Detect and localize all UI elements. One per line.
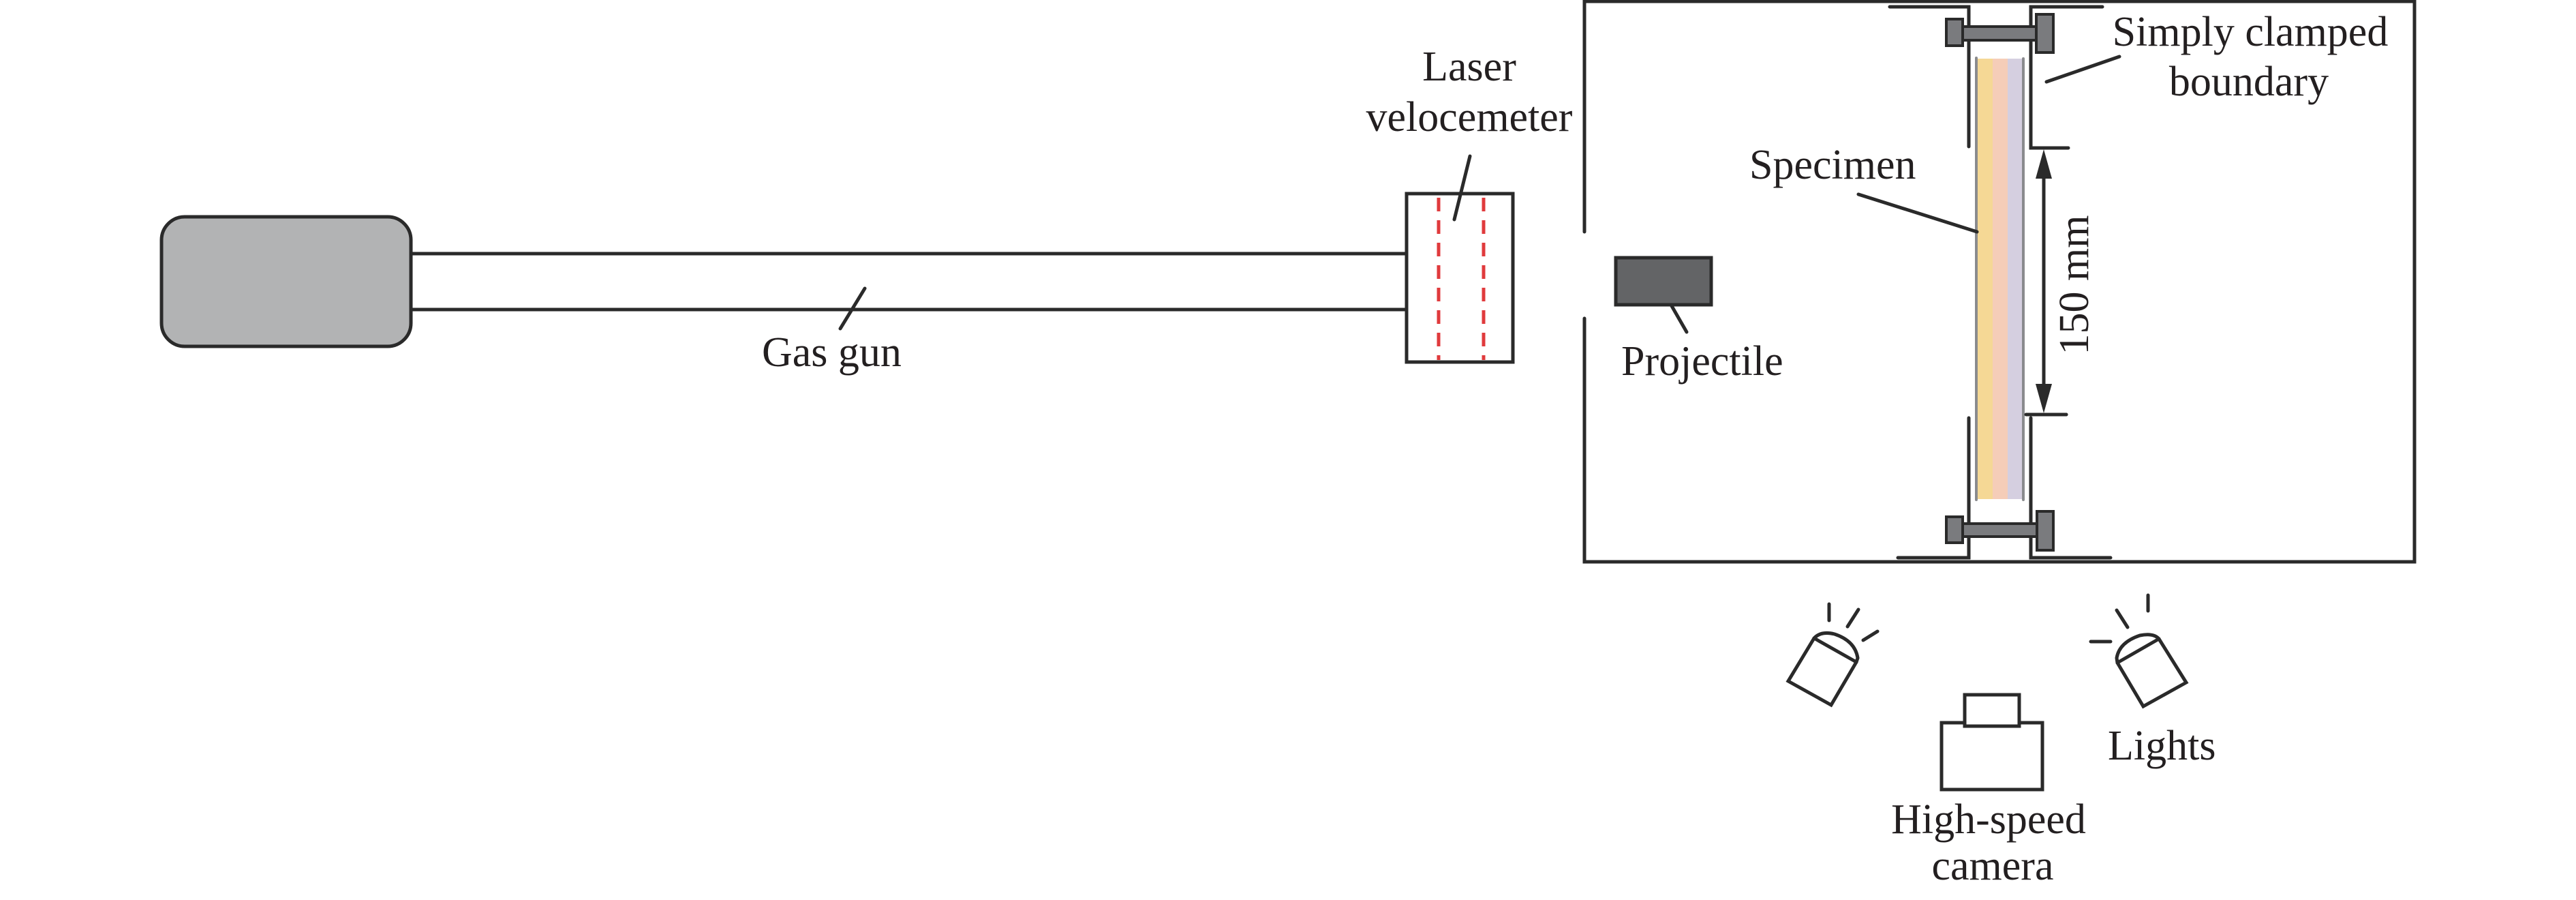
gas-gun-leader (838, 286, 867, 331)
dimension-label: 150 mm (2051, 215, 2098, 355)
specimen-leader (1856, 192, 1979, 234)
specimen-layer-1 (1978, 59, 1993, 499)
top-bolt-left-head (1945, 18, 1964, 47)
bottom-bolt-right-head (2036, 510, 2055, 552)
specimen (1975, 57, 2025, 501)
top-bolt-rod (1961, 25, 2038, 42)
boundary-label-line1: Simply clamped (2113, 9, 2389, 55)
dimension-arrow-down-icon (2036, 384, 2052, 413)
top-clamp (1888, 5, 2104, 150)
right-light-icon (2089, 593, 2189, 709)
projectile-label: Projectile (1621, 338, 1783, 385)
bottom-bolt-rod (1961, 522, 2038, 538)
top-clamp-left-plate (1888, 5, 1971, 149)
gas-gun-label: Gas gun (762, 329, 902, 376)
camera-body (1939, 721, 2044, 792)
chamber-wall (1582, 0, 2417, 564)
camera-lens (1963, 693, 2021, 728)
laser-velocimeter-leader (1452, 154, 1472, 222)
bottom-bolt-left-head (1945, 515, 1964, 544)
left-light-icon (1785, 602, 1880, 708)
projectile (1614, 256, 1713, 307)
top-bolt-right-head (2035, 13, 2055, 54)
specimen-label: Specimen (1749, 142, 1916, 188)
laser-velocimeter-label-line1: Laser (1422, 44, 1516, 90)
specimen-layer-3 (2008, 59, 2023, 499)
high-speed-camera-icon (1939, 693, 2044, 792)
camera-label-line2: camera (1932, 843, 2054, 889)
lights-label: Lights (2108, 723, 2215, 769)
gas-reservoir (159, 215, 413, 348)
dimension-arrow-up-icon (2036, 149, 2052, 179)
boundary-leader (2044, 55, 2121, 84)
laser-velocimeter-label-line2: velocemeter (1366, 94, 1573, 140)
camera-label-line1: High-speed (1891, 796, 2086, 843)
laser-velocimeter-box (1405, 192, 1515, 364)
boundary-label-line2: boundary (2169, 59, 2329, 105)
bottom-clamp-left-plate (1896, 416, 1971, 560)
top-clamp-right-plate (2029, 5, 2104, 150)
specimen-layer-2 (1993, 59, 2008, 499)
projectile-leader (1669, 303, 1689, 334)
dimension-150mm: 150 mm (2025, 149, 2098, 417)
